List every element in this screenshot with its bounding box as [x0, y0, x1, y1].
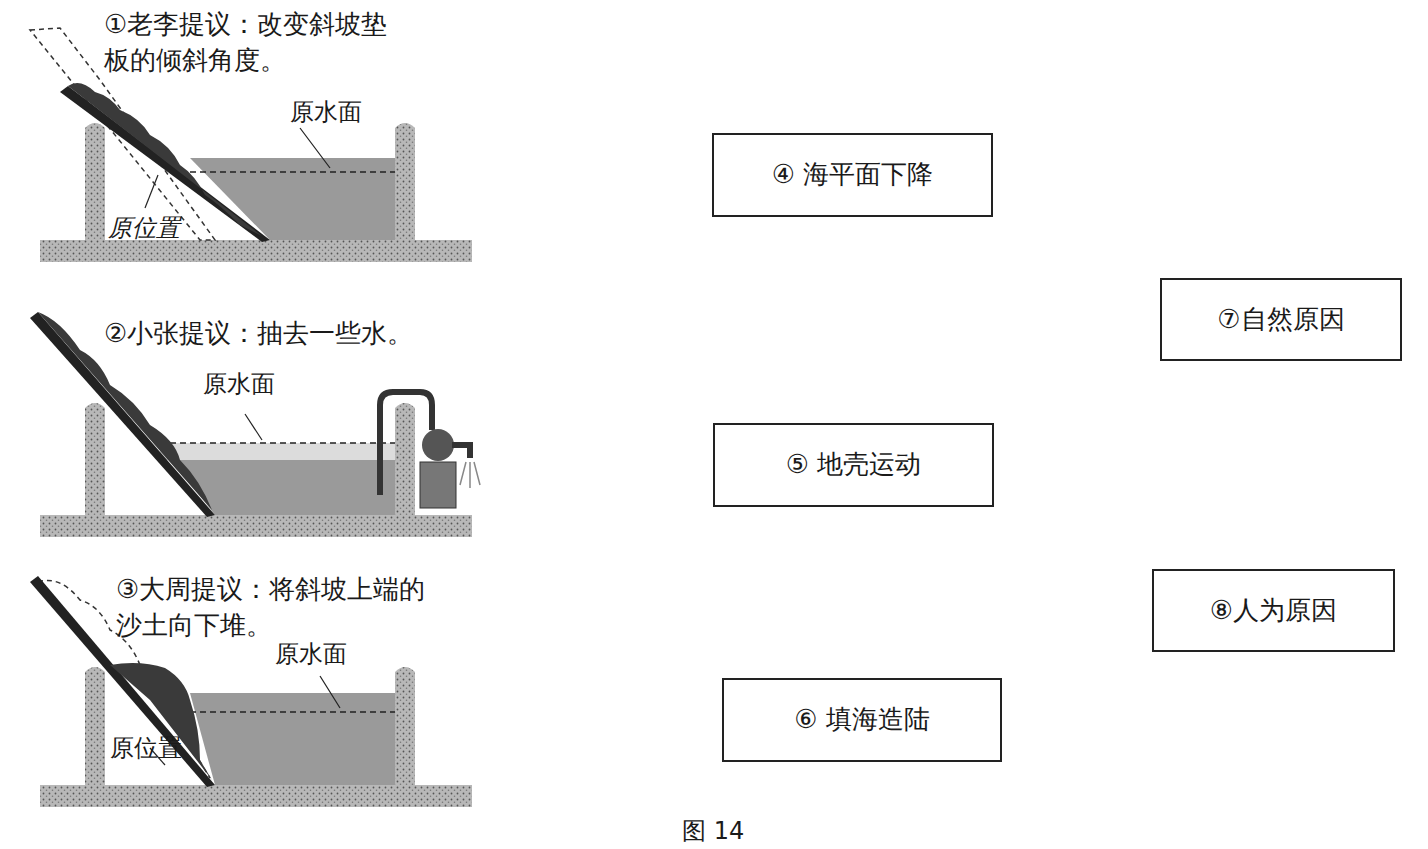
answer-box: ⑦自然原因 — [1160, 278, 1402, 361]
box-text: ⑦自然原因 — [1217, 302, 1344, 337]
answer-box: ④ 海平面下降 — [712, 133, 993, 217]
panel-label: ②小张提议：抽去一些水。 — [104, 315, 413, 351]
box-text: ⑤ 地壳运动 — [786, 447, 922, 482]
panel-label: 原水面 — [290, 96, 362, 130]
panel-label: 原位置 — [108, 212, 180, 246]
panel-2 — [30, 312, 480, 537]
panel-label: 原水面 — [275, 638, 347, 672]
box-text: ④ 海平面下降 — [772, 157, 934, 192]
box-text: ⑥ 填海造陆 — [794, 702, 930, 737]
panel-label: ①老李提议：改变斜坡垫板的倾斜角度。 — [104, 6, 389, 79]
answer-box: ⑤ 地壳运动 — [713, 423, 994, 507]
panel-label: 原位置 — [110, 732, 182, 766]
box-text: ⑧人为原因 — [1210, 593, 1337, 628]
figure-caption: 图 14 — [682, 815, 744, 849]
panel-label: ③大周提议：将斜坡上端的沙土向下堆。 — [116, 571, 446, 644]
panel-label: 原水面 — [203, 368, 275, 402]
answer-box: ⑧人为原因 — [1152, 569, 1395, 652]
answer-box: ⑥ 填海造陆 — [722, 678, 1002, 762]
